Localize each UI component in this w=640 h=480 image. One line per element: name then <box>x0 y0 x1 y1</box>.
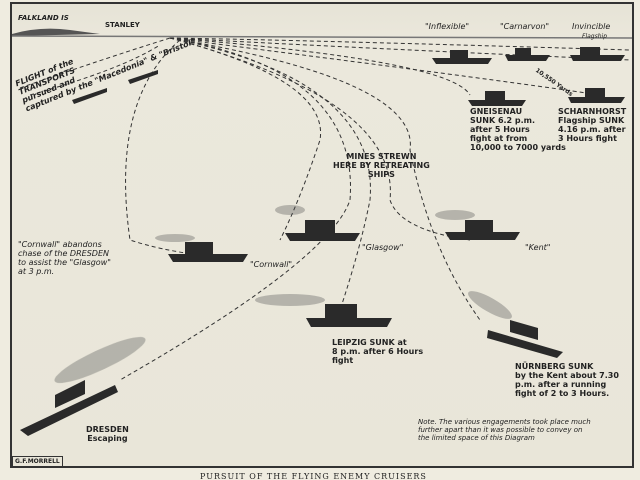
caption: PURSUIT OF THE FLYING ENEMY CRUISERS <box>200 472 427 480</box>
label-nurnberg: NÜRNBERG SUNK by the Kent about 7.30 p.m… <box>515 362 619 398</box>
ship-carnarvon <box>505 48 550 61</box>
ship-transport-1 <box>72 88 107 104</box>
ship-inflexible <box>432 50 492 64</box>
label-glasgow: "Glasgow" <box>362 243 404 252</box>
label-carnarvon: "Carnarvon" <box>500 22 550 31</box>
label-kent: "Kent" <box>525 243 551 252</box>
ship-nurnberg <box>487 320 563 358</box>
label-cornwall: "Cornwall" <box>250 260 293 269</box>
label-invincible: Invincible <box>572 22 611 31</box>
label-dresden: DRESDEN Escaping <box>86 425 129 443</box>
label-leipzig: LEIPZIG SUNK at 8 p.m. after 6 Hours fig… <box>332 338 424 365</box>
label-invincible-flagship: Flagship <box>582 33 608 40</box>
ship-invincible <box>570 47 625 61</box>
label-falkland: FALKLAND IS <box>18 14 69 22</box>
diagram-note: Note. The various engagements took place… <box>418 418 591 442</box>
ship-kent <box>445 220 520 240</box>
artist-signature: G.F.MORRELL <box>12 456 63 467</box>
ship-gneisenau <box>468 91 526 106</box>
smoke <box>54 205 512 383</box>
label-gneisenau: GNEISENAU SUNK 6.2 p.m. after 5 Hours fi… <box>470 107 566 152</box>
ship-transport-2 <box>128 70 158 84</box>
ship-scharnhorst <box>568 88 625 103</box>
falkland-island <box>12 28 100 36</box>
horizon <box>11 35 633 39</box>
ship-tracks <box>19 37 631 381</box>
ship-cornwall <box>168 242 248 262</box>
label-mines: MINES STREWN HERE BY RETREATING SHIPS <box>333 152 430 179</box>
ships <box>20 47 625 436</box>
ship-leipzig <box>306 304 392 327</box>
label-cornwall-note: "Cornwall" abandons chase of the DRESDEN… <box>18 240 111 276</box>
label-scharnhorst: SCHARNHORST Flagship SUNK 4.16 p.m. afte… <box>558 107 627 143</box>
ship-glasgow <box>285 220 360 241</box>
label-stanley: STANLEY <box>105 21 140 29</box>
label-inflexible: "Inflexible" <box>425 22 470 31</box>
ship-dresden <box>20 380 118 436</box>
